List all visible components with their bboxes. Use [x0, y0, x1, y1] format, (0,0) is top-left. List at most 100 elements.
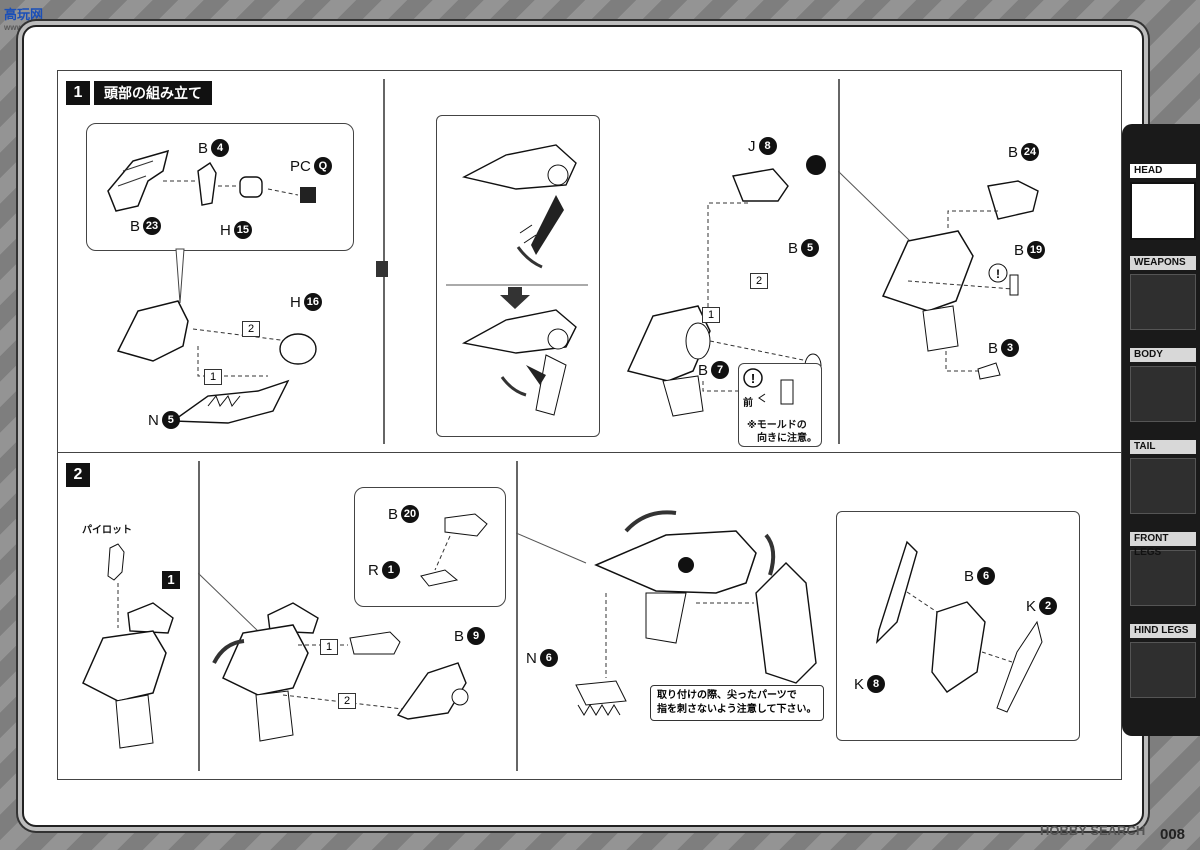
part-letter: K: [1026, 597, 1037, 615]
body-thumbnail-icon: [1130, 366, 1196, 422]
part-number: 6: [539, 649, 558, 667]
tab-label: TAIL: [1130, 440, 1196, 454]
mold-caution: ※モールドの: [747, 420, 807, 431]
jaw-attach-illustration: [516, 510, 817, 716]
sub-callout: [354, 487, 506, 607]
part-number: 20: [401, 505, 420, 523]
step1-reference: 1: [162, 571, 180, 589]
tab-weapons[interactable]: WEAPONS: [1130, 256, 1196, 330]
step1a-illustration: [107, 149, 388, 424]
order-mark-2: 2: [338, 693, 356, 709]
order-mark-1: 1: [320, 639, 338, 655]
section-tab-bar: HEAD WEAPONS BODY TAIL FRONT LEGS HIND L…: [1122, 124, 1200, 736]
part-letter: B: [988, 339, 999, 357]
part-number: 7: [711, 361, 730, 379]
svg-text:!: !: [751, 371, 755, 386]
part-number: 6: [977, 567, 996, 585]
step1-title: 頭部の組み立て: [94, 81, 212, 105]
part-number: 23: [143, 217, 162, 235]
part-number: 5: [161, 411, 180, 429]
tab-label: FRONT LEGS: [1130, 532, 1196, 558]
tab-label: BODY: [1130, 348, 1196, 362]
head-right-illustration: !: [838, 170, 1039, 380]
head-assembly-illustration: [198, 572, 469, 742]
part-letter: R: [368, 561, 379, 579]
b20-r1-illustration: [420, 513, 488, 587]
tail-thumbnail-icon: [1130, 458, 1196, 514]
part-letter: N: [526, 649, 537, 667]
mold-note-box: ! 前 ※モールドの 向きに注意。: [738, 363, 822, 447]
pilot-label: パイロット: [82, 525, 132, 536]
part-letter: H: [220, 221, 231, 239]
pilot-assembly-illustration: [82, 543, 174, 749]
watermark-site: 高玩网: [4, 7, 44, 22]
divider: [516, 461, 518, 771]
page-number: 008: [1160, 826, 1186, 843]
part-letter: B: [964, 567, 975, 585]
part-number: 3: [1001, 339, 1020, 357]
part-b23: [107, 149, 170, 212]
warning-line-1: 取り付けの際、尖ったパーツで: [657, 690, 797, 701]
caution-icon: !: [743, 368, 794, 405]
front-label: 前: [743, 398, 753, 409]
part-letter: B: [454, 627, 465, 645]
part-letter: PC: [290, 157, 311, 175]
front-legs-thumbnail-icon: [1130, 550, 1196, 606]
tab-body[interactable]: BODY: [1130, 348, 1196, 422]
order-mark-2: 2: [242, 321, 260, 337]
part-letter: B: [1014, 241, 1025, 259]
warning-note: 取り付けの際、尖ったパーツで 指を刺さないよう注意して下さい。: [650, 685, 824, 721]
part-number: 15: [233, 221, 252, 239]
armor-illustration: [875, 540, 1043, 713]
tab-head[interactable]: HEAD: [1130, 164, 1196, 240]
part-number: 1: [381, 561, 400, 579]
part-number: 19: [1027, 241, 1046, 259]
order-mark-2: 2: [750, 273, 768, 289]
part-number: 9: [467, 627, 486, 645]
warning-line-2: 指を刺さないよう注意して下さい。: [657, 704, 817, 715]
part-letter: B: [1008, 143, 1019, 161]
part-number: 2: [1039, 597, 1058, 615]
divider: [838, 79, 840, 444]
svg-text:!: !: [996, 267, 1000, 281]
tab-hind-legs[interactable]: HIND LEGS: [1130, 624, 1196, 698]
tab-label: HIND LEGS: [1130, 624, 1196, 638]
tab-tail[interactable]: TAIL: [1130, 440, 1196, 514]
armor-callout: [836, 511, 1080, 741]
part-letter: N: [148, 411, 159, 429]
part-letter: B: [198, 139, 209, 157]
jaw-illustration: [446, 144, 588, 416]
part-letter: B: [388, 505, 399, 523]
step1-number: 1: [66, 81, 90, 105]
part-number: 5: [801, 239, 820, 257]
part-letter: B: [698, 361, 709, 379]
divider: [198, 461, 200, 771]
part-number: 8: [867, 675, 886, 693]
hind-legs-thumbnail-icon: [1130, 642, 1196, 698]
step2-number: 2: [66, 463, 90, 487]
tab-front-legs[interactable]: FRONT LEGS: [1130, 532, 1196, 606]
order-mark-1: 1: [702, 307, 720, 323]
tab-label: WEAPONS: [1130, 256, 1196, 270]
part-letter: H: [290, 293, 301, 311]
part-letter: K: [854, 675, 865, 693]
part-number: 8: [758, 137, 777, 155]
part-letter: J: [748, 137, 756, 155]
part-letter: B: [130, 217, 141, 235]
